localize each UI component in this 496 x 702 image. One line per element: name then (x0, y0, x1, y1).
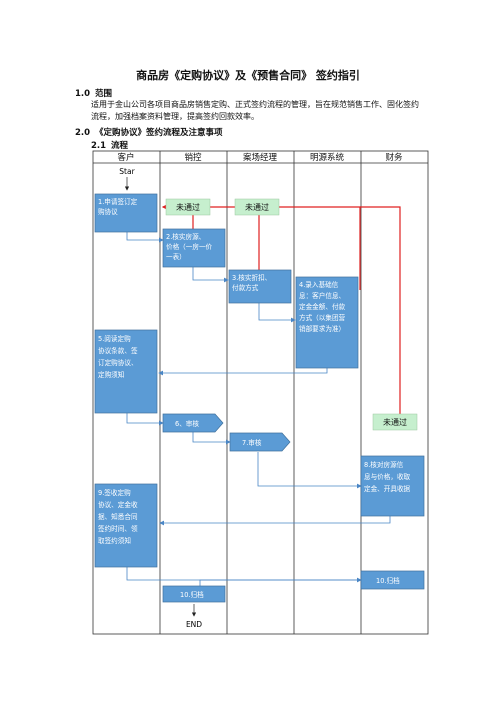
step-4-text: 4.录入基础信息：客户信息、定金金额、付款方式（以集团营销部要求为准） (299, 280, 346, 333)
step-3-text: 3.核实折扣、付款方式 (232, 273, 271, 292)
step-5-text: 5.阅读定购协议条款、签订定购协议、定购须知 (98, 334, 138, 379)
lane-customer: 客户 (117, 152, 134, 163)
lane-finance: 财务 (385, 152, 403, 163)
reject-labels (165, 198, 418, 431)
flow-connectors (126, 232, 391, 586)
reject-label-3: 未通过 (383, 417, 407, 427)
doc-title: 商品房《定购协议》及《预售合同》 签约指引 (136, 69, 360, 82)
step-8-text: 8.核对房源信息与价格，收取定金、开具收据 (364, 460, 411, 493)
lane-site-manager: 案场经理 (243, 152, 278, 163)
swimlane-grid (92, 150, 429, 635)
section-2-heading: 2.0《定购协议》签约流程及注意事项 (75, 128, 223, 138)
reject-label-2: 未通过 (245, 202, 269, 212)
lane-mingyuan-system: 明源系统 (310, 152, 345, 163)
step-1-text: 1.申请签订定购协议 (98, 197, 138, 216)
end-label: END (186, 620, 202, 629)
step-2-text: 2.核实房源、价格（一房一价一表） (166, 232, 213, 261)
start-label: Star (119, 167, 135, 176)
step-6-text: 6、审核 (175, 419, 199, 428)
step-boxes (94, 193, 425, 603)
reject-label-1: 未通过 (176, 202, 200, 212)
step-10b-text: 10.归档 (376, 576, 400, 585)
step-7-text: 7.审核 (242, 438, 262, 447)
section-1-text: 适用于金山公司各项目商品房销售定购、正式签约流程的管理，旨在规范销售工作、固化签… (91, 100, 419, 121)
step-9-text: 9.签收定购协议、定金收据、知悉合同签约时间、领取签约须知 (98, 488, 138, 545)
step-10a-text: 10.归档 (180, 590, 204, 599)
lane-sales-control: 销控 (184, 152, 202, 163)
